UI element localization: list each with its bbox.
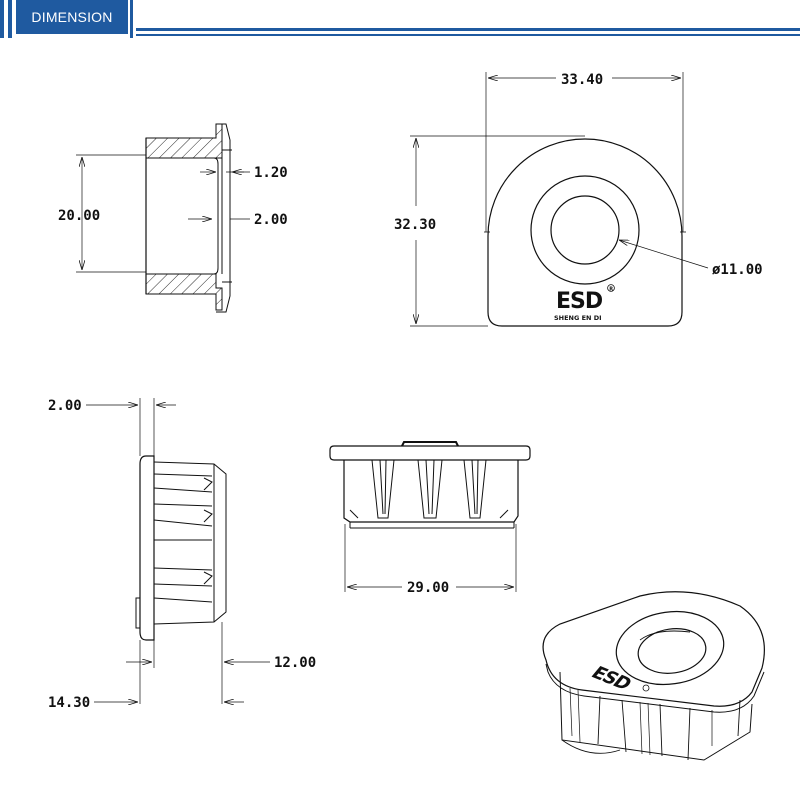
- dim-hole-diameter: ø11.00: [712, 262, 763, 278]
- iso-outer-ring: [615, 610, 725, 686]
- section-view: [145, 123, 232, 313]
- front-view-dimensions: [344, 524, 517, 592]
- dim-top-height: 32.30: [394, 217, 436, 233]
- header-underline: [136, 28, 800, 31]
- header-divider: [130, 0, 133, 38]
- top-view-outline: [487, 138, 683, 327]
- header-left-bar: [0, 0, 4, 38]
- section-dimensions: [76, 154, 250, 273]
- logo-subtitle: SHENG EN DI: [554, 314, 602, 322]
- section-header: DIMENSION: [0, 0, 800, 38]
- header-underline-2: [136, 34, 800, 36]
- dim-side-body-height: 20.00: [58, 208, 100, 224]
- header-left-bar-2: [8, 0, 12, 38]
- dim-total-depth: 14.30: [48, 695, 90, 711]
- iso-registered-icon: [642, 684, 650, 692]
- iso-logo-mark: ESD: [587, 663, 636, 694]
- top-view: [484, 138, 686, 327]
- section-title: DIMENSION: [16, 0, 128, 34]
- dim-insert-depth: 12.00: [274, 655, 316, 671]
- section-top-wall: [145, 123, 223, 159]
- side-view-dimensions: [86, 398, 270, 704]
- side-view: [135, 455, 227, 641]
- iso-hole: [637, 628, 707, 674]
- top-view-logo: ESD SHENG EN DI R: [554, 284, 615, 322]
- iso-top-face: [542, 591, 765, 707]
- logo-registered: R: [609, 287, 613, 293]
- center-hole: [550, 195, 620, 265]
- section-flange: [216, 123, 231, 313]
- front-view: [329, 441, 531, 529]
- dim-flange-thickness: 2.00: [48, 398, 82, 414]
- section-bottom-wall: [145, 273, 223, 311]
- dim-top-width: 33.40: [561, 72, 603, 88]
- front-flange: [329, 445, 531, 461]
- isometric-logo: ESD: [587, 663, 636, 694]
- side-flange: [139, 455, 155, 641]
- dim-side-wall: 1.20: [254, 165, 288, 181]
- top-view-dimensions: [410, 72, 709, 327]
- isometric-view: [542, 591, 765, 761]
- dim-side-rib: 2.00: [254, 212, 288, 228]
- logo-mark: ESD: [556, 289, 603, 314]
- dim-front-width: 29.00: [407, 580, 449, 596]
- outer-ring: [530, 175, 640, 285]
